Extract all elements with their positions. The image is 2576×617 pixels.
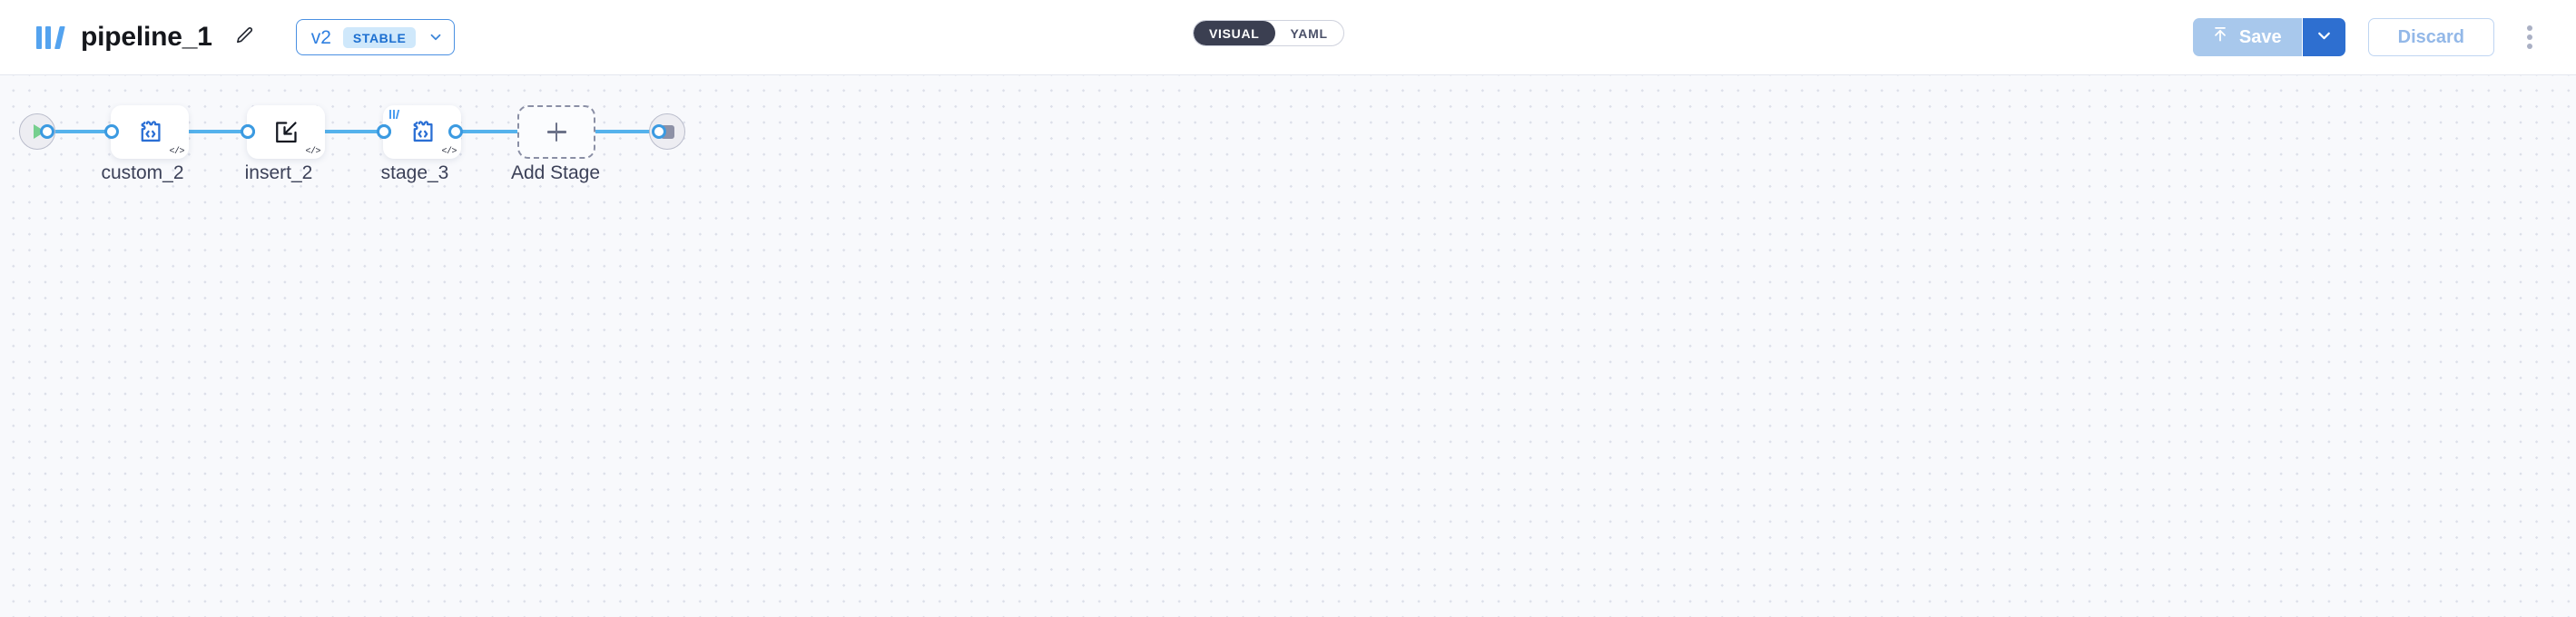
chevron-down-icon <box>2315 26 2334 48</box>
upload-arrow-icon <box>2211 25 2229 49</box>
puzzle-code-icon <box>137 119 163 145</box>
node-caption-stage_3: stage_3 <box>380 162 449 183</box>
node-caption-custom_2: custom_2 <box>101 162 184 183</box>
header-left-group: pipeline_1 v2 STABLE <box>34 19 456 55</box>
stage-node-insert_2[interactable]: </> <box>247 105 325 159</box>
add-stage-button[interactable] <box>517 105 595 159</box>
code-badge: </> <box>441 147 457 157</box>
plus-icon <box>546 122 566 142</box>
port-stage_3-in[interactable] <box>377 124 391 139</box>
stage-node-custom_2[interactable]: </> <box>111 105 189 159</box>
save-button-group: Save <box>2192 18 2345 56</box>
version-status-badge: STABLE <box>342 26 417 48</box>
code-badge: </> <box>169 147 184 157</box>
insert-arrow-icon <box>272 119 300 146</box>
version-selector[interactable]: v2 STABLE <box>295 19 456 55</box>
version-label: v2 <box>310 26 331 48</box>
tab-visual[interactable]: VISUAL <box>1194 21 1275 45</box>
save-button[interactable]: Save <box>2192 18 2302 56</box>
add-stage-label: Add Stage <box>510 162 601 183</box>
port-custom_2-in[interactable] <box>104 124 119 139</box>
puzzle-code-icon <box>409 119 436 145</box>
header-actions-group: Save Discard <box>2192 18 2545 56</box>
pipeline-bars-logo-icon <box>34 23 67 52</box>
pencil-icon <box>234 25 255 49</box>
discard-button[interactable]: Discard <box>2367 18 2494 56</box>
save-options-button[interactable] <box>2301 18 2345 56</box>
page-title: pipeline_1 <box>81 22 212 52</box>
port-start-out[interactable] <box>40 124 54 139</box>
port-end-in[interactable] <box>652 124 666 139</box>
code-badge: </> <box>305 147 320 157</box>
pipeline-bars-logo-icon <box>388 109 401 120</box>
more-vertical-icon[interactable] <box>2514 18 2545 56</box>
port-stage_3-out[interactable] <box>448 124 463 139</box>
stage-node-stage_3[interactable]: </> <box>383 105 461 159</box>
pipeline-graph: </> custom_2 </> insert_2 <box>0 75 1289 348</box>
tab-yaml[interactable]: YAML <box>1290 25 1328 41</box>
pipeline-edges <box>45 130 666 133</box>
view-mode-toggle[interactable]: VISUAL YAML <box>1193 20 1344 46</box>
node-caption-insert_2: insert_2 <box>244 162 313 183</box>
edit-title-button[interactable] <box>227 19 263 55</box>
pipeline-canvas[interactable]: </> custom_2 </> insert_2 <box>0 75 2576 617</box>
port-insert_2-in[interactable] <box>241 124 255 139</box>
chevron-down-icon <box>428 29 444 45</box>
save-button-label: Save <box>2238 26 2282 47</box>
app-header: pipeline_1 v2 STABLE VISUA <box>0 0 2576 75</box>
